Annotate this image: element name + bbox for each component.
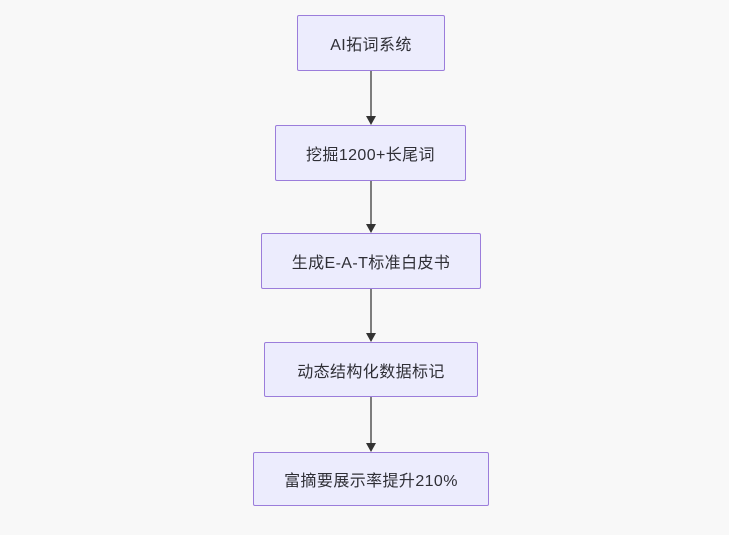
flow-node-label: AI拓词系统 — [330, 37, 412, 54]
flow-node-label: 动态结构化数据标记 — [297, 363, 445, 381]
flow-node-n1[interactable]: AI拓词系统 — [297, 15, 445, 71]
flow-node-n4[interactable]: 动态结构化数据标记 — [264, 342, 478, 397]
flow-node-label: 挖掘1200+长尾词 — [306, 147, 435, 164]
flow-node-n3[interactable]: 生成E-A-T标准白皮书 — [261, 233, 481, 289]
connector-line — [370, 181, 372, 224]
flow-node-n5[interactable]: 富摘要展示率提升210% — [253, 452, 489, 506]
connector-line — [370, 397, 372, 443]
connector-line — [370, 71, 372, 116]
flow-node-label: 富摘要展示率提升210% — [284, 473, 458, 490]
arrowhead-icon — [366, 224, 376, 233]
arrowhead-icon — [366, 443, 376, 452]
arrowhead-icon — [366, 333, 376, 342]
arrowhead-icon — [366, 116, 376, 125]
flow-node-label: 生成E-A-T标准白皮书 — [291, 255, 451, 272]
connector-line — [370, 289, 372, 333]
flow-node-n2[interactable]: 挖掘1200+长尾词 — [275, 125, 466, 181]
